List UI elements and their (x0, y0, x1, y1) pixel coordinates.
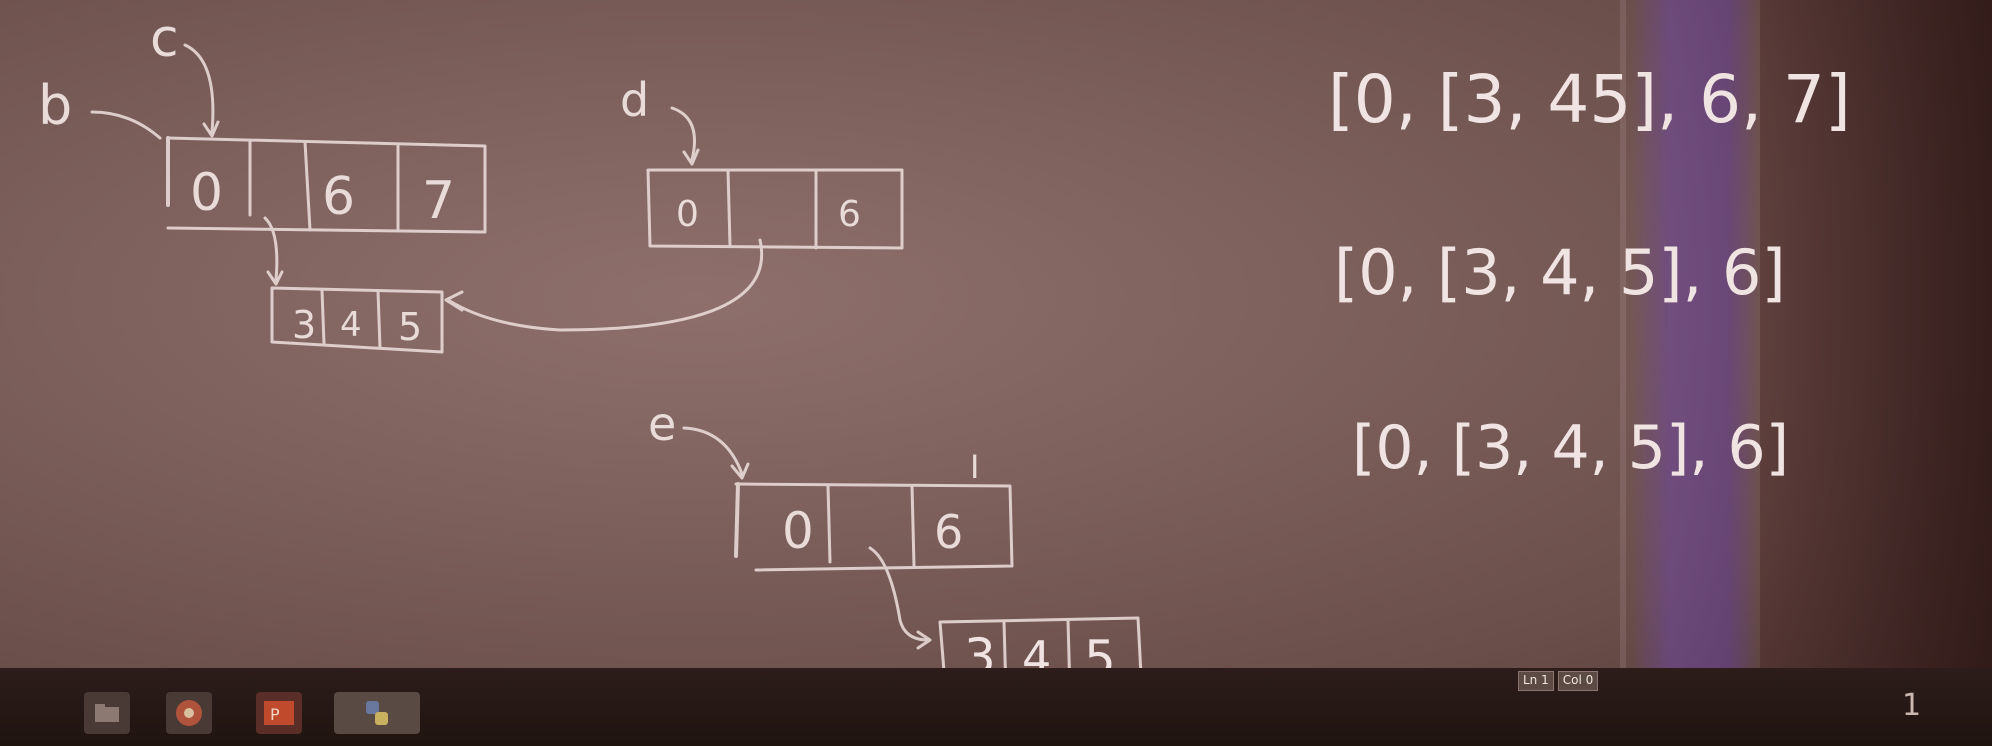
inner1-1: 4 (340, 305, 362, 345)
text-cursor: I (970, 448, 979, 486)
label-b: b (38, 74, 72, 137)
powerpoint-icon[interactable]: P (256, 692, 302, 734)
projector-light-band (1630, 0, 1760, 690)
taskbar (0, 668, 1992, 746)
label-d: d (620, 73, 649, 127)
list-e-2: 6 (934, 505, 963, 559)
note-line-2: [0, [3, 4, 5], 6] (1334, 236, 1786, 309)
projection-edge (1620, 0, 1626, 690)
right-shadow (1760, 0, 1992, 746)
chrome-icon[interactable] (166, 692, 212, 734)
list-d-0: 0 (676, 194, 699, 235)
list-e-box (734, 482, 1014, 572)
c-arrow (183, 43, 215, 134)
list-e-0: 0 (782, 502, 814, 560)
b-arrow (90, 110, 162, 140)
folder-icon[interactable] (84, 692, 130, 734)
e-arrow (682, 426, 744, 476)
e-to-inner-arrow (868, 546, 930, 642)
list-b-3: 7 (422, 171, 455, 231)
page-indicator: 1 (1902, 688, 1922, 723)
list-d-2: 6 (838, 194, 861, 235)
d-arrow (670, 106, 696, 162)
python-icon[interactable] (334, 692, 420, 734)
label-c: c (150, 9, 179, 69)
d-to-inner-arrow (446, 238, 764, 332)
inner1-0: 3 (292, 303, 316, 347)
inner-list-1-box (270, 286, 444, 354)
label-e: e (648, 397, 676, 451)
list-b-box (166, 136, 487, 234)
inner1-2: 5 (398, 305, 422, 349)
list-b-2: 6 (322, 167, 355, 227)
note-line-1: [0, [3, 45], 6, 7] (1328, 61, 1851, 138)
editor-status-bar: Ln 1 Col 0 (1518, 671, 1599, 691)
list-b-0: 0 (190, 163, 223, 223)
status-column: Col 0 (1557, 671, 1599, 691)
status-line: Ln 1 (1518, 671, 1554, 691)
note-line-3: [0, [3, 4, 5], 6] (1352, 413, 1789, 483)
svg-text:P: P (270, 705, 280, 724)
